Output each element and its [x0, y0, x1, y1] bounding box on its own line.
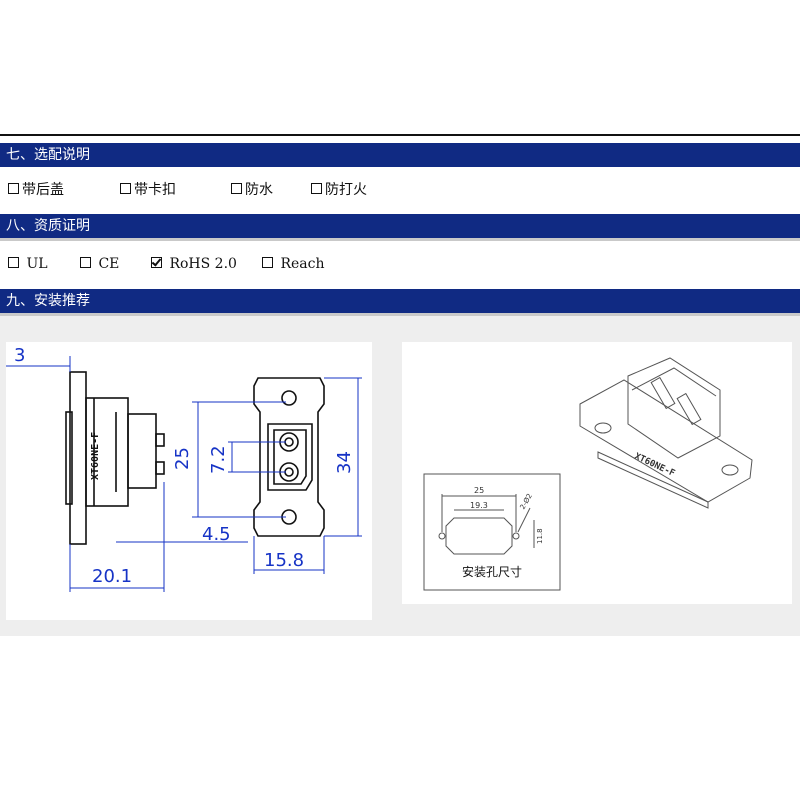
iso-part-label: XT60NE-F [633, 452, 677, 479]
option-rear-cover-label: 带后盖 [22, 182, 64, 198]
option-waterproof-label: 防水 [245, 182, 273, 198]
section-options-header: 七、选配说明 [0, 143, 800, 170]
option-clip-checkbox[interactable] [120, 183, 131, 194]
dimension-drawing: XT60NE-F 3 20.1 4.5 [6, 345, 362, 592]
mount-hole-frame [423, 473, 561, 591]
front-dimensions: 25 7.2 34 15.8 [172, 377, 362, 574]
option-waterproof[interactable]: 防水 [231, 167, 273, 213]
top-divider [0, 134, 800, 136]
mount-height: 11.8 [536, 528, 544, 544]
mount-pitch: 25 [474, 486, 484, 495]
option-clip[interactable]: 带卡扣 [120, 167, 176, 213]
cert-ul-label: UL [26, 256, 48, 272]
option-anti-spark[interactable]: 防打火 [311, 167, 367, 213]
cert-reach-checkbox[interactable] [262, 257, 273, 268]
mount-hole-top [281, 390, 297, 406]
cert-ul-checkbox[interactable] [8, 257, 19, 268]
iso-flange [579, 379, 753, 503]
dim-thickness: 3 [14, 345, 25, 366]
option-rear-cover[interactable]: 带后盖 [8, 167, 64, 213]
mounting-drawing-panel: XT60NE-F 25 19.3 2-Ø2 11.8 安装孔尺寸 [402, 342, 792, 604]
option-rear-cover-checkbox[interactable] [8, 183, 19, 194]
dim-width: 15.8 [264, 550, 304, 571]
section-options-title: 七、选配说明 [6, 147, 90, 163]
mounting-drawing: XT60NE-F 25 19.3 2-Ø2 11.8 安装孔尺寸 [423, 357, 753, 591]
side-view: XT60NE-F [65, 371, 165, 545]
cert-rohs-checkbox[interactable] [151, 257, 162, 268]
section-install-title: 九、安装推荐 [6, 293, 90, 309]
section-install-shadow [0, 313, 800, 316]
mount-slot: 19.3 [470, 501, 488, 510]
certs-row: UL CE RoHS 2.0 Reach [0, 241, 800, 287]
part-label: XT60NE-F [90, 432, 101, 480]
option-anti-spark-checkbox[interactable] [311, 183, 322, 194]
dim-hole-pitch: 25 [172, 447, 193, 470]
dim-height: 34 [334, 451, 355, 474]
section-certs-title: 八、资质证明 [6, 218, 90, 234]
cert-ce-checkbox[interactable] [80, 257, 91, 268]
front-view [253, 377, 325, 537]
side-dimensions: 3 20.1 4.5 [6, 345, 248, 592]
option-waterproof-checkbox[interactable] [231, 183, 242, 194]
connector-3d-view: XT60NE-F [579, 357, 753, 509]
mount-hole-diagram: 25 19.3 2-Ø2 11.8 安装孔尺寸 [423, 473, 561, 591]
cert-rohs-label: RoHS 2.0 [169, 256, 237, 272]
options-row: 带后盖 带卡扣 防水 防打火 [0, 167, 800, 213]
dimension-drawing-panel: XT60NE-F 3 20.1 4.5 [6, 342, 372, 620]
section-certs-header: 八、资质证明 [0, 214, 800, 241]
option-anti-spark-label: 防打火 [325, 182, 367, 198]
option-clip-label: 带卡扣 [134, 182, 176, 198]
mount-hole-label: 安装孔尺寸 [462, 564, 522, 579]
cert-rohs[interactable]: RoHS 2.0 [151, 241, 237, 287]
front-housing [267, 423, 313, 491]
cert-ce[interactable]: CE [80, 241, 119, 287]
section-certs-shadow [0, 238, 800, 241]
cert-reach-label: Reach [280, 256, 325, 272]
mount-hole-dia: 2-Ø2 [519, 492, 534, 511]
dim-offset: 4.5 [202, 524, 231, 545]
front-flange [253, 377, 325, 537]
iso-housing [627, 357, 721, 459]
cert-ce-label: CE [98, 256, 120, 272]
dim-depth: 20.1 [92, 566, 132, 587]
cert-ul[interactable]: UL [8, 241, 48, 287]
mount-cutout [445, 517, 513, 555]
section-install-header: 九、安装推荐 [0, 289, 800, 316]
dim-pin-pitch: 7.2 [208, 445, 229, 474]
cert-reach[interactable]: Reach [262, 241, 324, 287]
